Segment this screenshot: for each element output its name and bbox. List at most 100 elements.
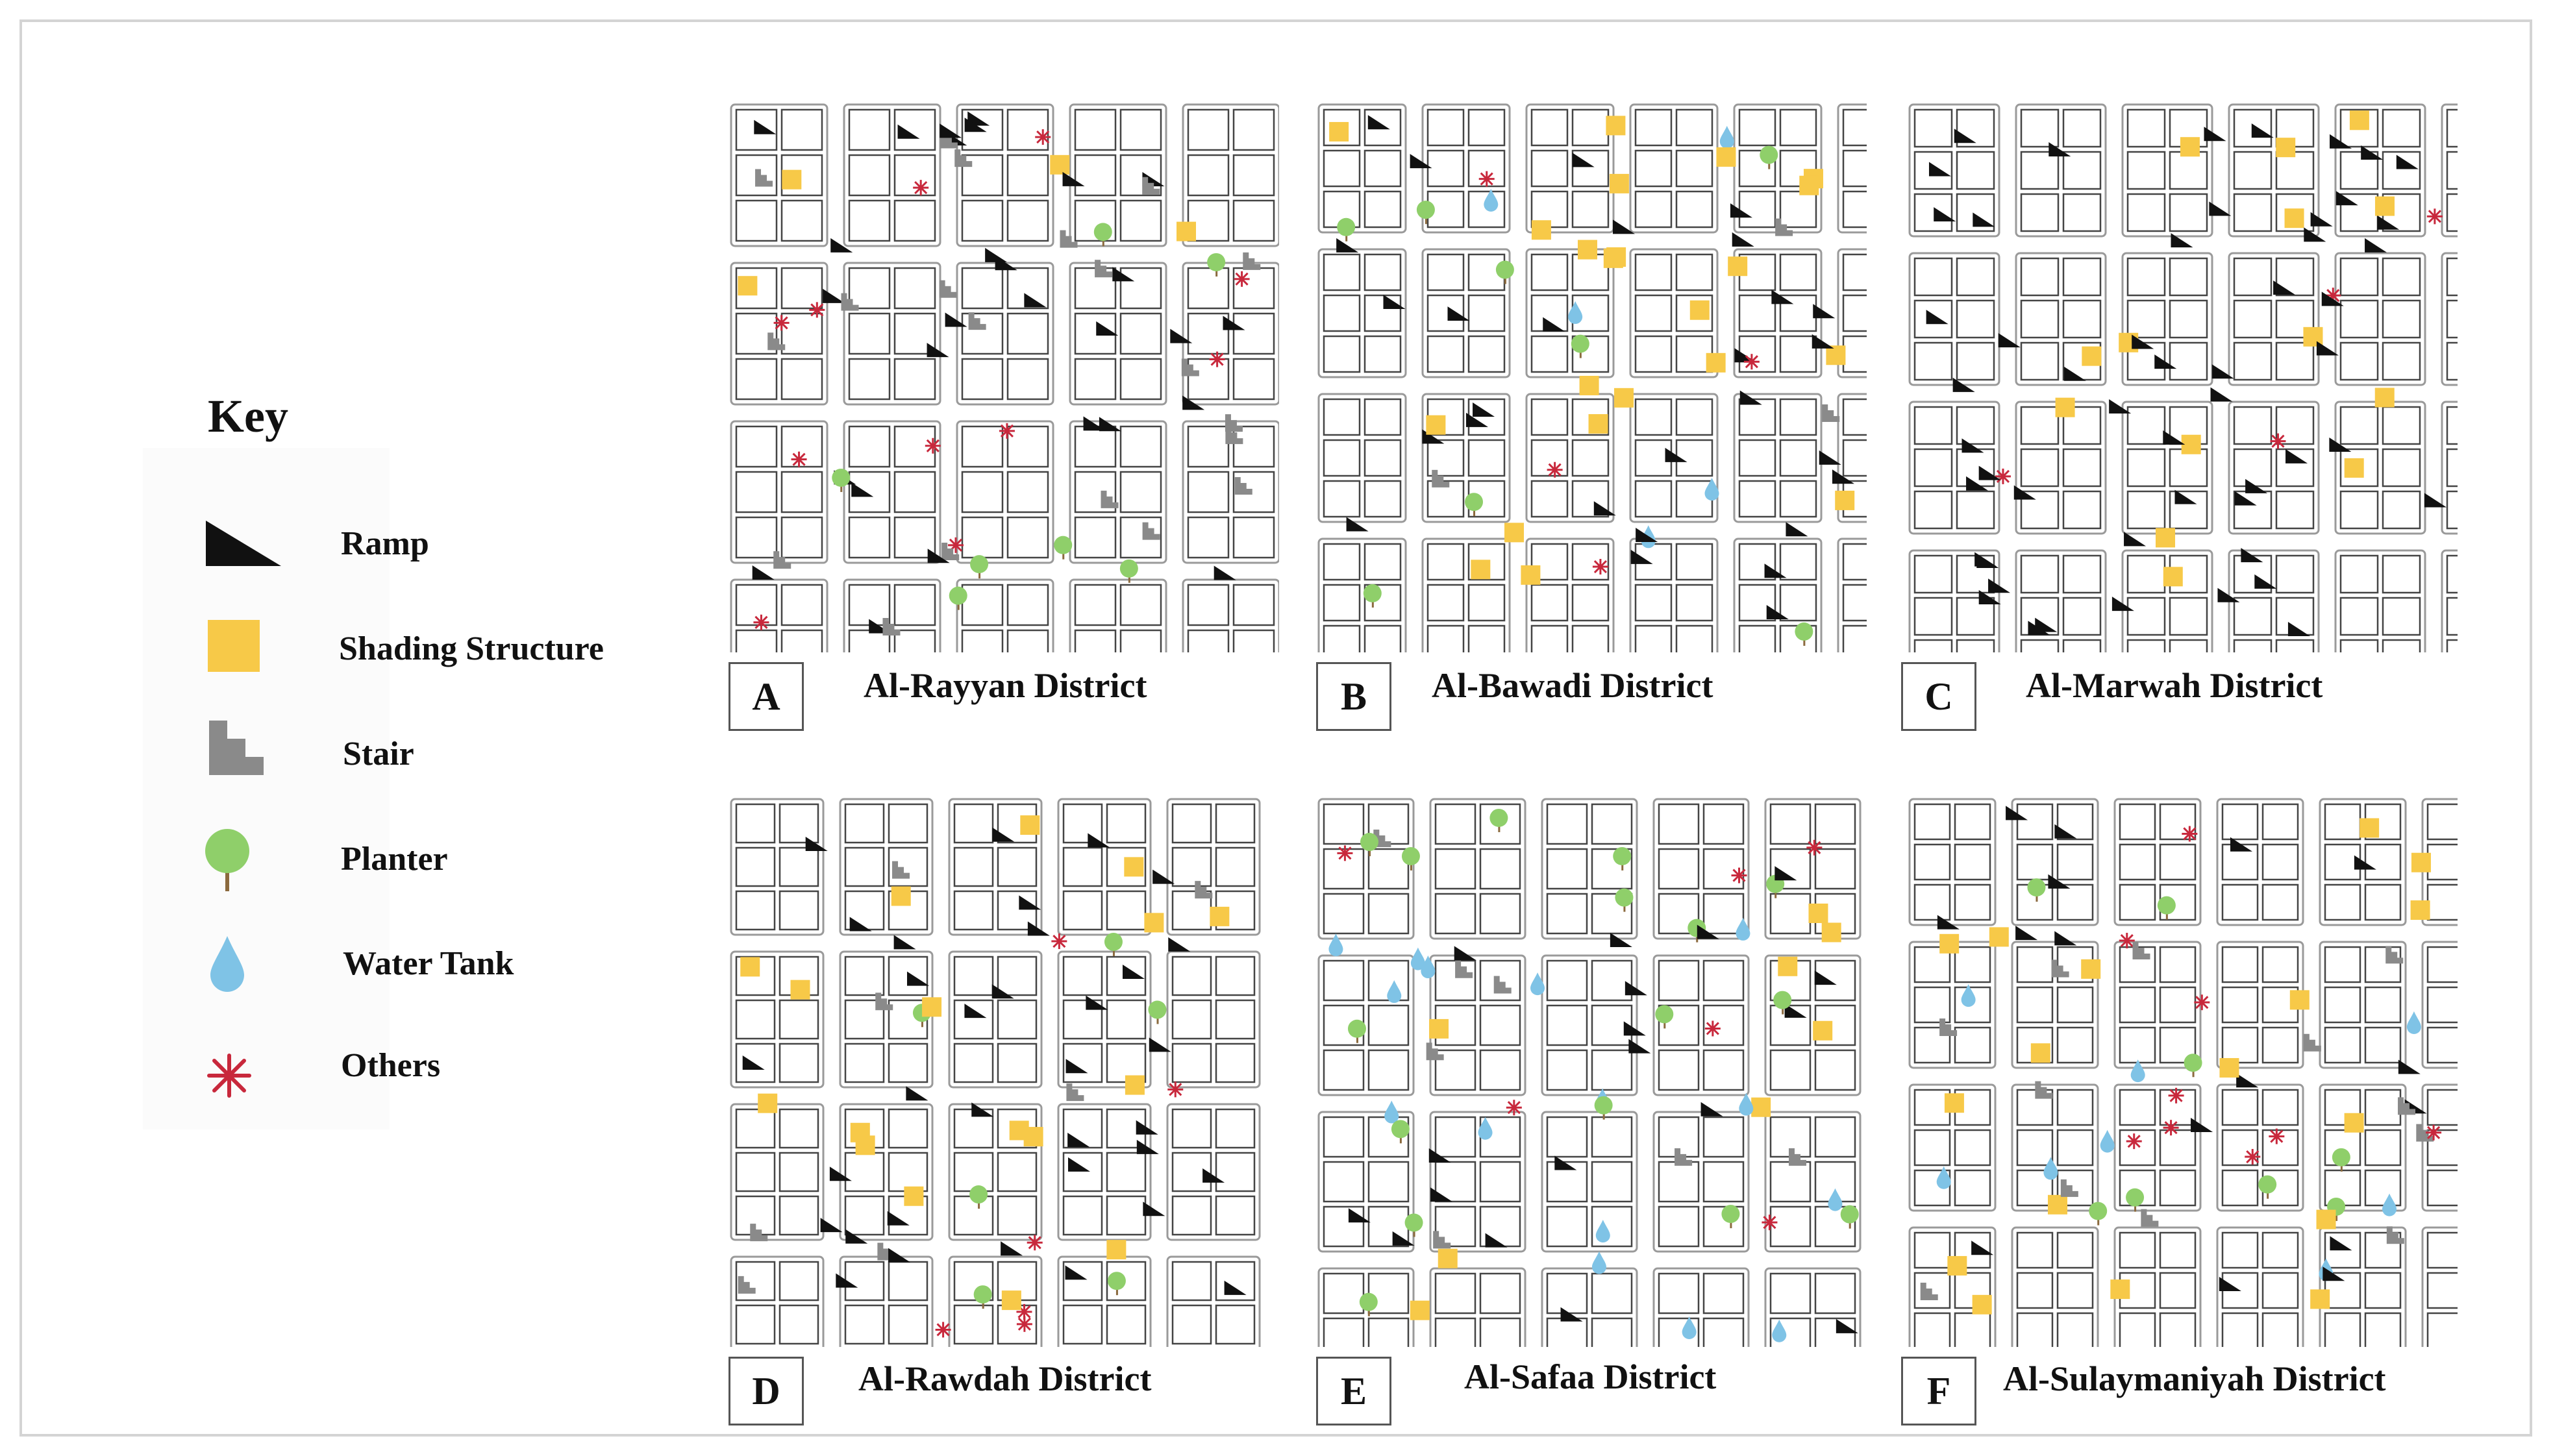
stair-icon [1920,1283,1938,1301]
ramp-icon [1454,946,1476,961]
shading-structure-icon [850,1122,870,1142]
stair-icon [1432,469,1450,487]
ramp-icon [1998,333,2021,348]
ramp-icon [1836,1318,1858,1333]
shading-structure-icon [1504,523,1525,543]
planter-icon [832,468,851,492]
ramp-icon [2063,366,2086,381]
ramp-icon [2365,238,2387,253]
legend-label-stair: Stair [343,735,414,772]
ramp-icon [1832,469,1854,484]
shading-structure-icon [1728,256,1748,277]
shading-structure-icon [2284,208,2304,228]
planter-icon [2089,1202,2108,1226]
shading-structure-icon [740,957,760,977]
shading-structure-icon [1001,1290,1021,1311]
ramp-icon [1392,1231,1415,1246]
water-tank-icon [1384,1100,1399,1124]
shading-structure-icon [2055,397,2075,417]
ramp-icon [1954,129,1976,143]
ramp-icon [1988,578,2011,593]
map-panel-c [1906,101,2458,652]
shading-structure-icon [1813,1020,1833,1041]
ramp-icon [754,119,777,134]
shading-structure-icon [1944,1093,1964,1113]
ramp-icon [1001,1241,1023,1256]
ramp-icon [1966,476,1989,491]
ramp-icon [2219,1277,2241,1292]
water-tank-icon [1719,125,1734,149]
ramp-icon [927,343,949,358]
stair-icon [941,542,960,560]
shading-structure-icon [1531,220,1551,240]
ramp-icon [2217,587,2240,602]
ramp-icon [2321,291,2344,306]
shading-structure-icon [1826,345,1846,365]
shading-structure-icon [1689,300,1710,320]
panel-letter-c: C [1901,662,1976,731]
shading-structure-icon [2276,138,2296,158]
ramp-icon [1223,315,1245,330]
ramp-icon [1346,517,1369,532]
water-tank-icon [1704,478,1719,501]
ramp-icon [1926,310,1949,325]
stair-icon [939,280,957,298]
shading-structure-icon [1009,1120,1029,1141]
stair-icon [1426,1043,1444,1061]
map-panel-e [1315,795,1867,1347]
shading-structure-icon [2310,1289,2330,1309]
stair-icon [2035,1081,2053,1099]
stair-icon [1775,218,1793,236]
stair-icon [841,293,859,311]
map-panel-f [1906,795,2458,1347]
ramp-icon [1771,290,1794,304]
others-icon [2426,1124,2442,1141]
shading-structure-icon [2316,1209,2336,1229]
planter-icon [1391,1120,1410,1144]
ramp-icon [1784,1003,1807,1018]
water-tank-icon [210,936,244,992]
ramp-icon [2329,437,2352,452]
ramp-icon [2361,145,2384,160]
ramp-icon [2377,215,2400,230]
ramp-icon [1978,465,2001,480]
ramp-icon [1410,154,1432,169]
stair-icon [1142,177,1160,195]
ramp-icon [2054,824,2077,839]
shading-structure-icon [1821,922,1841,943]
shading-structure-icon [1835,490,1855,510]
others-icon [2168,1087,2184,1104]
shading-structure-icon [782,169,802,190]
ramp-icon [805,837,828,852]
ramp-icon [2171,233,2193,248]
shading-structure-icon [904,1186,924,1206]
ramp-icon [1786,522,1808,537]
ramp-icon [2204,127,2226,142]
ramp-icon [2035,617,2058,632]
water-tank-icon [1328,933,1343,957]
planter-icon [1615,888,1634,912]
shading-structure-icon [1799,175,1819,195]
ramp-icon [1027,921,1050,936]
shading-structure-icon [738,276,758,296]
planter-icon [1093,223,1112,247]
ramp-icon [1978,589,2001,604]
shading-structure-icon [2349,110,2369,130]
water-tank-icon [1410,947,1425,970]
ramp-icon [2049,142,2071,157]
others-icon [1478,171,1495,187]
panel-caption-c: Al-Marwah District [2026,666,2323,705]
ramp-icon [1336,238,1359,253]
planter-icon [2184,1054,2202,1078]
ramp-icon [2398,1059,2421,1074]
others-icon [2245,1149,2261,1165]
ramp-icon [836,1273,858,1288]
planter-icon [205,829,249,891]
ramp-icon [927,549,950,563]
ramp-icon [2006,806,2028,821]
ramp-icon [2241,548,2263,563]
stair-icon [773,551,791,569]
water-tank-icon [1595,1220,1610,1243]
ramp-icon [752,565,775,580]
planter-icon [1613,846,1632,870]
